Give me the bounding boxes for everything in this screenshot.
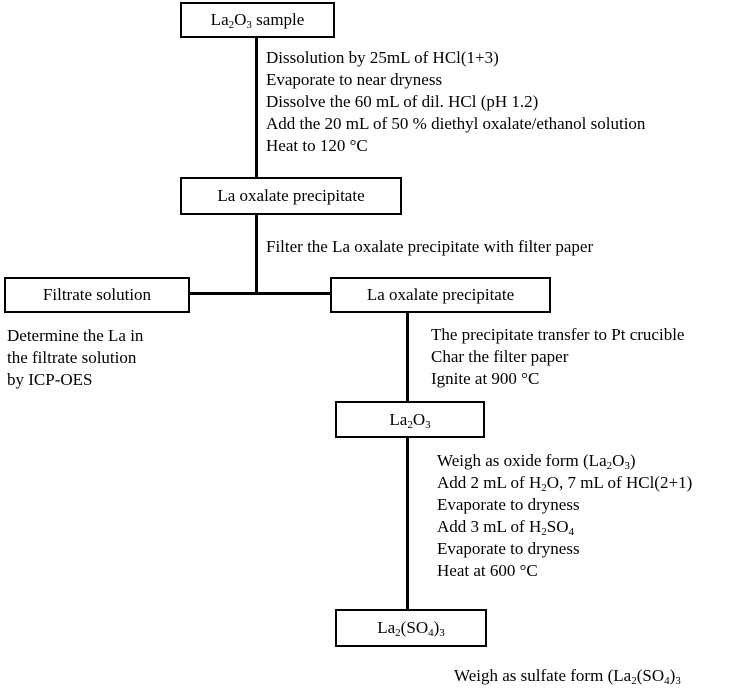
node-oxalate-precipitate-2: La oxalate precipitate (330, 277, 551, 313)
step4-text: Weigh as oxide form (La2O3) Add 2 mL of … (437, 450, 692, 582)
step1-line-3: Dissolve the 60 mL of dil. HCl (pH 1.2) (266, 92, 539, 111)
node-filtrate-solution-label: Filtrate solution (42, 285, 152, 304)
node-oxalate-precipitate-1-label: La oxalate precipitate (217, 186, 365, 205)
connector-oxide-to-sulfate (406, 438, 409, 610)
step2-text: Filter the La oxalate precipitate with f… (266, 236, 593, 258)
node-sulfate-label: La2(SO4)3 (377, 618, 445, 639)
filtrate-note-line-1: Determine the La in (7, 326, 144, 345)
filtrate-note: Determine the La in the filtrate solutio… (7, 325, 143, 391)
final-step-text: Weigh as sulfate form (La2(SO4)3 (454, 665, 681, 687)
step1-line-1: Dissolution by 25mL of HCl(1+3) (266, 48, 499, 67)
node-oxalate-precipitate-1: La oxalate precipitate (180, 177, 402, 215)
filtrate-note-line-3: by ICP-OES (7, 370, 93, 389)
node-oxide: La2O3 (335, 401, 485, 438)
connector-oxalate-to-split (255, 214, 258, 294)
step4-line-6: Heat at 600 °C (437, 561, 538, 580)
step3-line-1: The precipitate transfer to Pt crucible (431, 325, 685, 344)
node-sample: La2O3 sample (180, 2, 335, 38)
step1-text: Dissolution by 25mL of HCl(1+3) Evaporat… (266, 47, 645, 157)
step3-line-3: Ignite at 900 °C (431, 369, 540, 388)
connector-sample-to-oxalate (255, 37, 258, 177)
step4-line-1: Weigh as oxide form (La2O3) (437, 451, 636, 472)
node-sulfate: La2(SO4)3 (335, 609, 487, 647)
node-oxalate-precipitate-2-label: La oxalate precipitate (366, 285, 515, 304)
step4-line-4: Add 3 mL of H2SO4 (437, 517, 574, 538)
step1-line-2: Evaporate to near dryness (266, 70, 443, 89)
step3-text: The precipitate transfer to Pt crucible … (431, 324, 684, 390)
filtrate-note-line-2: the filtrate solution (7, 348, 137, 367)
step4-line-3: Evaporate to dryness (437, 495, 580, 514)
final-step-line: Weigh as sulfate form (La2(SO4)3 (454, 666, 681, 687)
step2-line-1: Filter the La oxalate precipitate with f… (266, 237, 594, 256)
step3-line-2: Char the filter paper (431, 347, 569, 366)
node-sample-label: La2O3 sample (210, 10, 305, 31)
step1-line-5: Heat to 120 °C (266, 136, 368, 155)
node-filtrate-solution: Filtrate solution (4, 277, 190, 313)
connector-split-horizontal (190, 292, 330, 295)
step1-line-4: Add the 20 mL of 50 % diethyl oxalate/et… (266, 114, 646, 133)
step4-line-2: Add 2 mL of H2O, 7 mL of HCl(2+1) (437, 473, 693, 494)
connector-precipitate-to-oxide (406, 312, 409, 402)
node-oxide-label: La2O3 (389, 409, 431, 431)
step4-line-5: Evaporate to dryness (437, 539, 580, 558)
